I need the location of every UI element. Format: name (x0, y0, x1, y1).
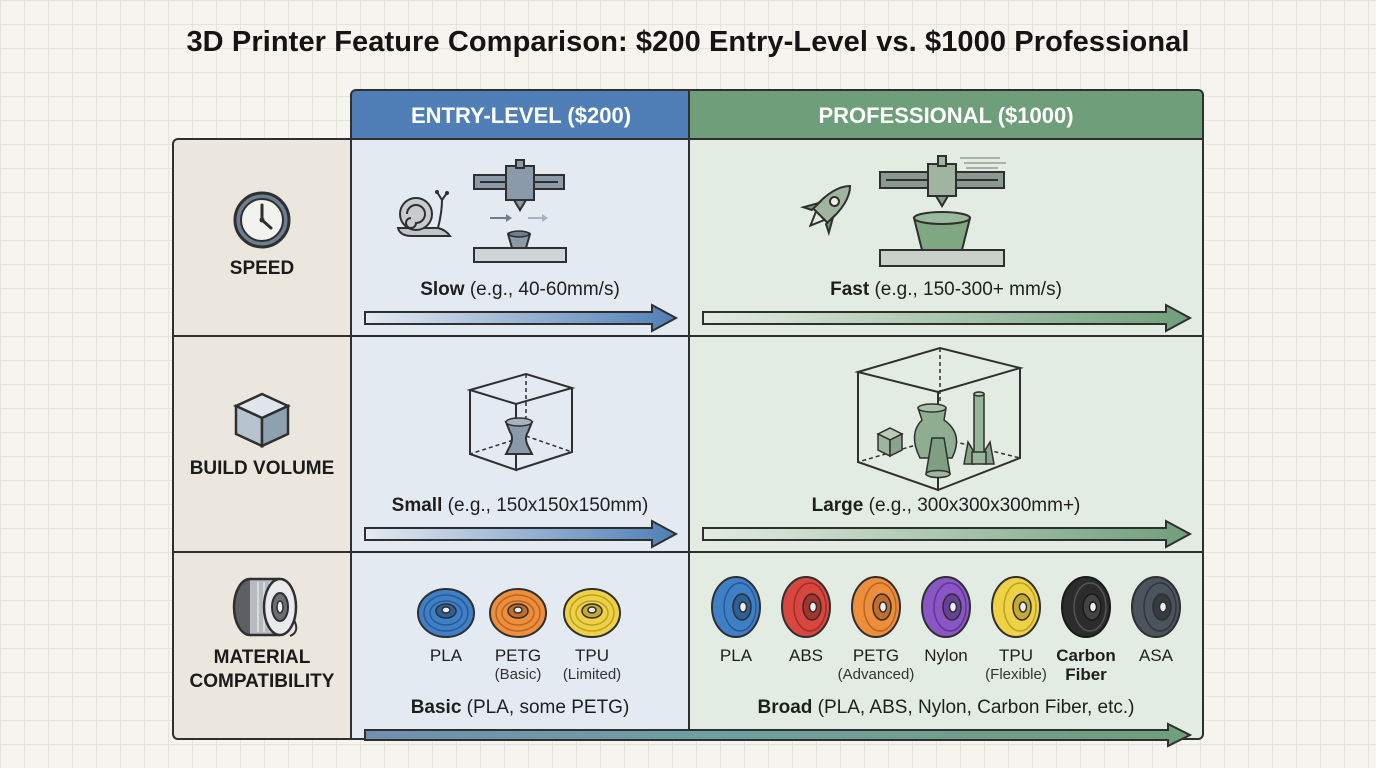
clock-icon (233, 191, 291, 249)
spool-tpu-icon (563, 588, 621, 638)
speed-label: SPEED (229, 258, 295, 279)
row-divider (172, 335, 1204, 337)
entry-level-header: ENTRY-LEVEL ($200) (350, 89, 690, 138)
material-pla-label: PLA (719, 646, 753, 665)
material-pla-label: PLA (429, 646, 463, 665)
entry-speed-arrow (364, 303, 679, 333)
material-asa-label: ASA (1138, 646, 1174, 665)
filament-spool-icon (232, 577, 298, 637)
build-volume-label: BUILD VOLUME (189, 458, 335, 479)
spool-petg-icon (489, 588, 547, 638)
material-abs-label: ABS (788, 646, 824, 665)
material-tpu-label: TPU(Limited) (562, 646, 622, 683)
pro-speed-caption: Fast (e.g., 150-300+ mm/s) (830, 279, 1062, 300)
large-build-volume-icon (854, 346, 1024, 492)
entry-volume-arrow (364, 519, 679, 549)
pro-material-caption: Broad (PLA, ABS, Nylon, Carbon Fiber, et… (757, 697, 1135, 718)
pro-volume-arrow (702, 519, 1193, 549)
material-petg-label: PETG(Basic) (494, 646, 542, 683)
material-nylon-label: Nylon (924, 646, 968, 665)
row-divider (172, 551, 1204, 553)
material-compatibility-arrow (364, 722, 1193, 748)
entry-speed-caption: Slow (e.g., 40-60mm/s) (420, 279, 620, 300)
cube-icon (233, 392, 291, 448)
entry-volume-caption: Small (e.g., 150x150x150mm) (391, 495, 649, 516)
rocket-printer-icon (799, 155, 1006, 267)
spool-asa-icon (1131, 576, 1181, 638)
pro-speed-arrow (702, 303, 1193, 333)
material-petg-label: PETG(Advanced) (837, 646, 915, 683)
professional-header: PROFESSIONAL ($1000) (688, 89, 1204, 138)
page-title: 3D Printer Feature Comparison: $200 Entr… (186, 26, 1190, 58)
spool-nylon-icon (921, 576, 971, 638)
snail-printer-icon (396, 159, 567, 263)
spool-tpu-icon (991, 576, 1041, 638)
spool-petg-icon (851, 576, 901, 638)
material-tpu-label: TPU(Flexible) (985, 646, 1047, 683)
spool-pla-icon (417, 588, 475, 638)
small-build-volume-icon (466, 372, 576, 472)
spool-carbon-fiber-icon (1061, 576, 1111, 638)
spool-pla-icon (711, 576, 761, 638)
entry-material-caption: Basic (PLA, some PETG) (410, 697, 630, 718)
spool-abs-icon (781, 576, 831, 638)
pro-volume-caption: Large (e.g., 300x300x300mm+) (811, 495, 1081, 516)
